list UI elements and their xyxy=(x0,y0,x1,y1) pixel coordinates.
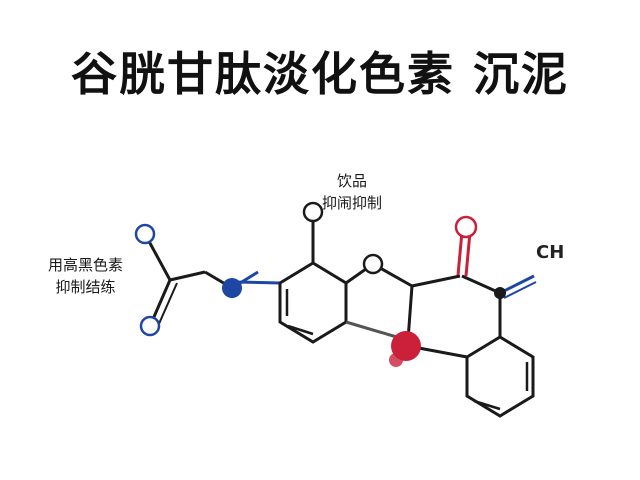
ring-left xyxy=(278,261,348,344)
bond-ring-to-red xyxy=(345,320,401,340)
ring-right xyxy=(465,335,535,418)
ring-right-double-2 xyxy=(473,399,501,411)
bond-to-right xyxy=(461,274,501,295)
bond-center-3 xyxy=(411,274,461,288)
atom-red-small xyxy=(389,353,403,367)
label-top-line2: 抑闹抑制 xyxy=(322,194,383,212)
bond-blue-to-ring-b xyxy=(235,280,281,285)
label-top-line1: 饮品 xyxy=(337,172,368,190)
atom-oxygen-link xyxy=(362,253,384,275)
bond-carbonyl-a xyxy=(456,231,464,276)
ring-left-double-2 xyxy=(287,324,314,336)
label-left-line2: 抑制结练 xyxy=(55,278,116,296)
label-ch: CH xyxy=(536,242,565,263)
bond-left-lower-double xyxy=(157,282,178,327)
atom-left-bottom xyxy=(139,315,161,337)
bond-down-red xyxy=(406,285,414,341)
atom-top xyxy=(302,201,324,223)
bond-carbonyl-b xyxy=(464,231,472,277)
atom-right-carbon xyxy=(494,287,506,299)
label-left-line1: 用高黑色素 xyxy=(48,256,124,274)
atom-carbonyl-oxygen xyxy=(454,215,478,239)
diagram-title: 谷胱甘肽淡化色素 沉泥 xyxy=(70,47,569,101)
bond-blue-right-b xyxy=(503,281,537,299)
bond-blue-right-a xyxy=(499,274,535,295)
label-left: 用高黑色素 抑制结练 xyxy=(48,254,123,298)
label-top: 饮品 抑闹抑制 xyxy=(322,170,382,214)
atom-left-top xyxy=(134,223,156,245)
atom-blue-nitrogen xyxy=(222,278,242,298)
bond-left-chain-1 xyxy=(169,270,206,282)
